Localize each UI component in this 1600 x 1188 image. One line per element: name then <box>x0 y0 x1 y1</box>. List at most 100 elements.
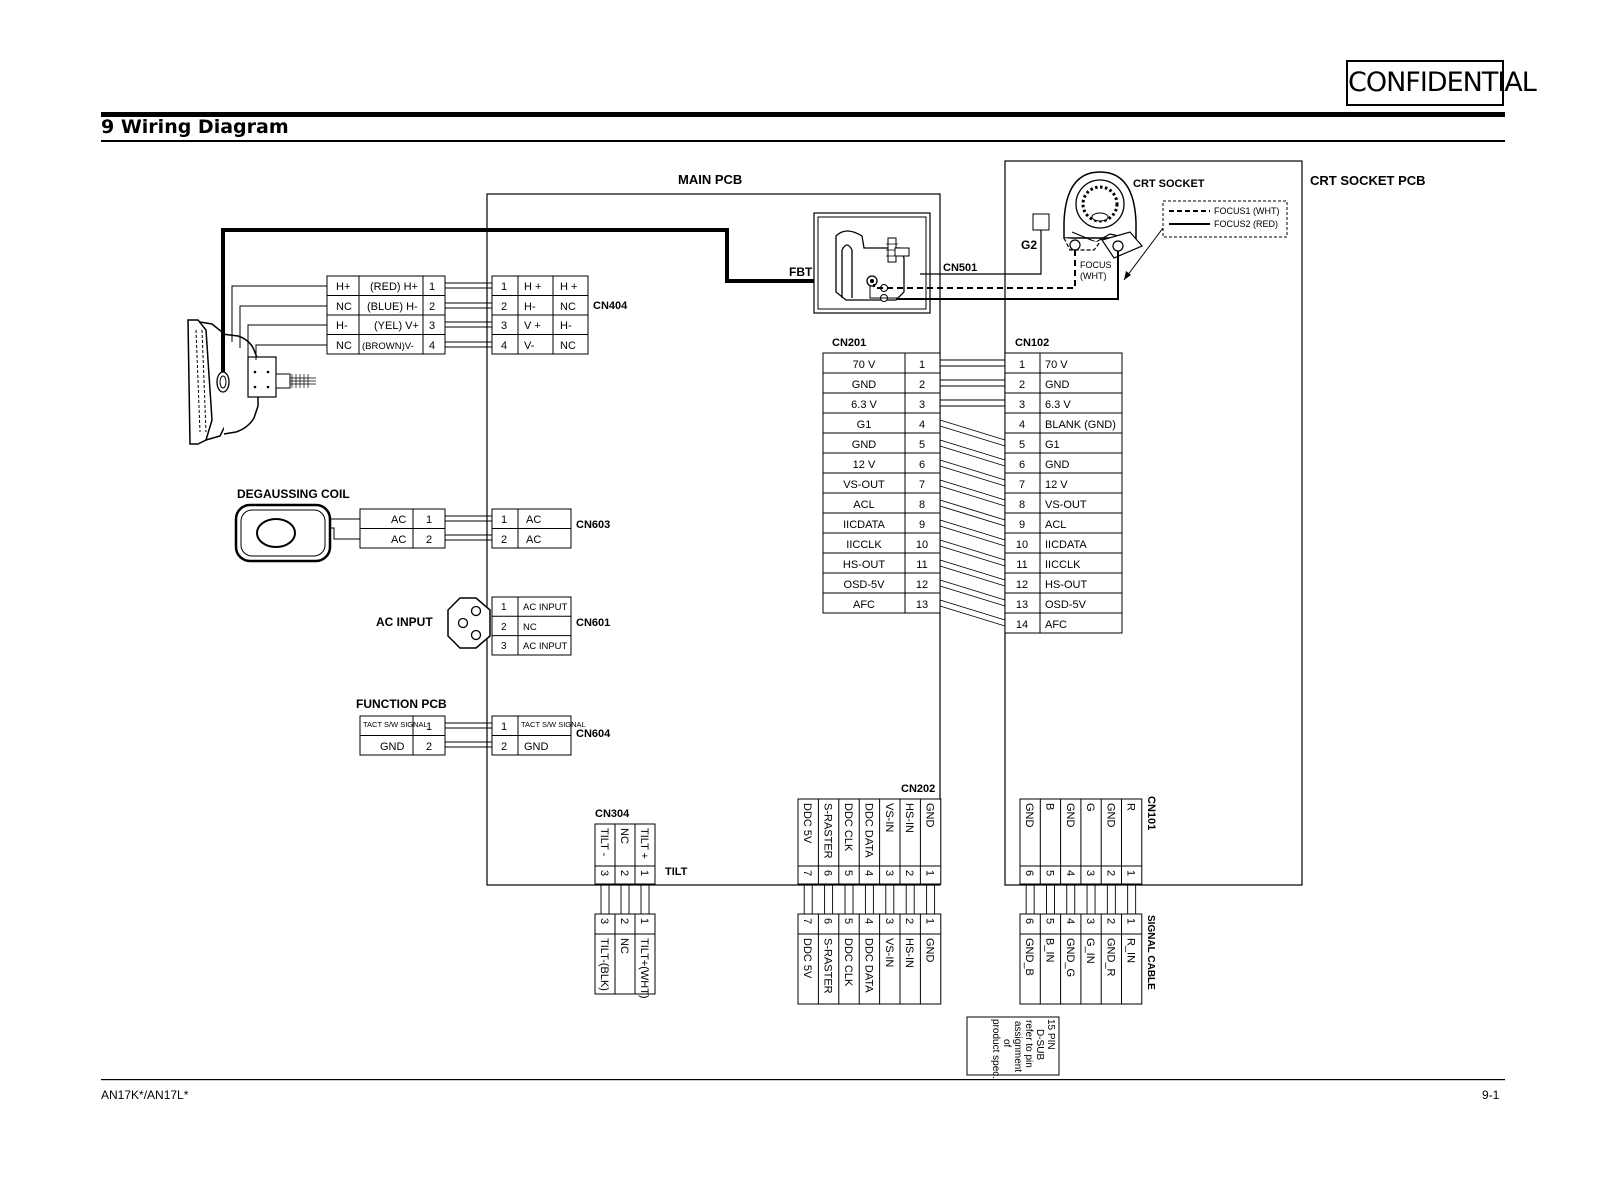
cn304-cable-pin-1: 3 <box>598 918 610 924</box>
main-pcb-label: MAIN PCB <box>678 172 742 187</box>
cn101-connector: GND66GND_BB55B_INGND44GND_GG33G_INGND22G… <box>1019 798 1143 1005</box>
cn404-signal-1: H + <box>524 281 541 293</box>
cn202-pin-2: 6 <box>822 870 834 876</box>
focus2-wire <box>896 251 1119 300</box>
dsub-note-line1: 15 PIN <box>1045 1019 1056 1050</box>
cn102-signal-9: ACL <box>1045 519 1066 531</box>
tilt-label: TILT <box>665 866 688 878</box>
cn603-links <box>445 515 492 541</box>
function-pcb-label: FUNCTION PCB <box>356 697 447 711</box>
cn102-signal-1: 70 V <box>1045 359 1068 371</box>
cn604-board-table: 1 TACT S/W SIGNAL 2 GND <box>491 715 586 756</box>
cn102-signal-13: OSD-5V <box>1045 599 1087 611</box>
cn604-links <box>445 722 492 748</box>
cn201-signal-12: OSD-5V <box>844 579 886 591</box>
cn202-cable-pin-4: 4 <box>862 918 874 924</box>
cn202-pin-1: 7 <box>801 870 813 876</box>
cn102-signal-8: VS-OUT <box>1045 499 1087 511</box>
cn101-cable-pin-1: 6 <box>1023 918 1035 924</box>
cn404-yoke-pin-2: 2 <box>429 301 435 313</box>
cn404-links <box>445 282 492 348</box>
cn101-cable-pin-3: 4 <box>1064 918 1076 924</box>
cn304-label: CN304 <box>595 808 630 820</box>
cn102-pin-2: 2 <box>1019 379 1025 391</box>
cn102-pin-7: 7 <box>1019 479 1025 491</box>
cn102-pin-3: 3 <box>1019 399 1025 411</box>
link-wire <box>939 459 1006 481</box>
cn202-pin-7: 1 <box>924 870 936 876</box>
cn201-signal-5: GND <box>852 439 877 451</box>
cn604-pin-2: 2 <box>501 741 507 753</box>
header-thick-rule <box>101 112 1505 117</box>
dsub-note-line3: refer to pin <box>1023 1020 1034 1068</box>
page-title: 9 Wiring Diagram <box>101 116 289 138</box>
cn201-pin-12: 12 <box>916 579 928 591</box>
cn601-pin-3: 3 <box>501 641 507 652</box>
cn604-cable-table: TACT S/W SIGNAL 1 GND 2 <box>359 715 446 756</box>
cn604-signal-2: GND <box>524 741 549 753</box>
cn102-signal-4: BLANK (GND) <box>1045 419 1116 431</box>
cn404-yoke-func-3: H- <box>336 320 348 332</box>
cn201-signal-9: IICDATA <box>843 519 885 531</box>
cn201-signal-4: G1 <box>857 419 872 431</box>
cn202-cable-signal-7: GND <box>924 938 936 963</box>
cn201-signal-10: IICCLK <box>846 539 882 551</box>
cn102-pin-5: 5 <box>1019 439 1025 451</box>
cn404-board-table: 1 H + H + 2 H- NC 3 V + H- 4 V- NC <box>491 275 589 355</box>
cn102-signal-12: HS-OUT <box>1045 579 1087 591</box>
cn102-signal-7: 12 V <box>1045 479 1068 491</box>
dsub-note-line4: assignment <box>1012 1021 1023 1072</box>
cn201-pin-10: 10 <box>916 539 928 551</box>
cn101-pin-4: 3 <box>1084 870 1096 876</box>
link-wire <box>939 465 1006 487</box>
cn201-signal-1: 70 V <box>853 359 876 371</box>
cn101-signal-5: GND <box>1104 803 1116 828</box>
ac-input-label: AC INPUT <box>376 615 433 629</box>
cn102-label: CN102 <box>1015 337 1049 349</box>
legend-focus2: FOCUS2 (RED) <box>1214 219 1278 229</box>
cn101-pin-2: 5 <box>1043 870 1055 876</box>
dsub-note-line5: of <box>1001 1039 1012 1048</box>
cn202-cable-signal-3: DDC CLK <box>842 938 854 987</box>
cn101-pin-1: 6 <box>1023 870 1035 876</box>
cn102-signal-3: 6.3 V <box>1045 399 1071 411</box>
cn101-signal-6: R <box>1125 803 1137 811</box>
cn201-signal-8: ACL <box>853 499 874 511</box>
cn603-cable-label-2: AC <box>391 534 406 546</box>
cn101-cable-pin-5: 2 <box>1104 918 1116 924</box>
cn202-signal-5: VS-IN <box>883 803 895 832</box>
cn304-cable-pin-3: 1 <box>638 918 650 924</box>
cn404-pin-2: 2 <box>501 301 507 313</box>
cn601-label: CN601 <box>576 617 610 629</box>
cn304-pin-1: 3 <box>598 870 610 876</box>
cn601-pin-2: 2 <box>501 622 507 633</box>
cn404-yoke-func-2: NC <box>336 301 352 313</box>
cn601-signal-1: AC INPUT <box>523 602 568 613</box>
cn101-cable-pin-6: 1 <box>1125 918 1137 924</box>
cn404-yoke-func-1: H+ <box>336 281 350 293</box>
link-wire <box>939 419 1006 441</box>
cn101-cable-signal-1: GND_B <box>1023 938 1035 976</box>
cn304-signal-1: TILT - <box>598 828 610 857</box>
cn603-pin-1: 1 <box>501 514 507 526</box>
cn101-label: CN101 <box>1145 796 1157 830</box>
cn202-cable-pin-5: 3 <box>883 918 895 924</box>
cn603-cable-table: AC 1 AC 2 <box>359 508 446 549</box>
cn202-cable-signal-2: S-RASTER <box>822 938 834 994</box>
cn202-signal-1: DDC 5V <box>801 803 813 844</box>
cn404-yoke-wire-3: (YEL) V+ <box>374 320 419 332</box>
cn202-signal-6: HS-IN <box>903 803 915 833</box>
cn101-signal-1: GND <box>1023 803 1035 828</box>
cn201-signal-2: GND <box>852 379 877 391</box>
cn201-pin-7: 7 <box>919 479 925 491</box>
degaussing-wires <box>330 518 360 540</box>
cn501-label: CN501 <box>943 262 977 274</box>
cn102-signal-10: IICDATA <box>1045 539 1087 551</box>
cn202-cable-pin-3: 5 <box>842 918 854 924</box>
cn201-pin-1: 1 <box>919 359 925 371</box>
link-wire <box>939 599 1006 621</box>
cn604-cable-pin-1: 1 <box>426 721 432 733</box>
dsub-note: 15 PIN D-SUB refer to pin assignment of … <box>990 1019 1056 1079</box>
cn101-cable-pin-2: 5 <box>1043 918 1055 924</box>
